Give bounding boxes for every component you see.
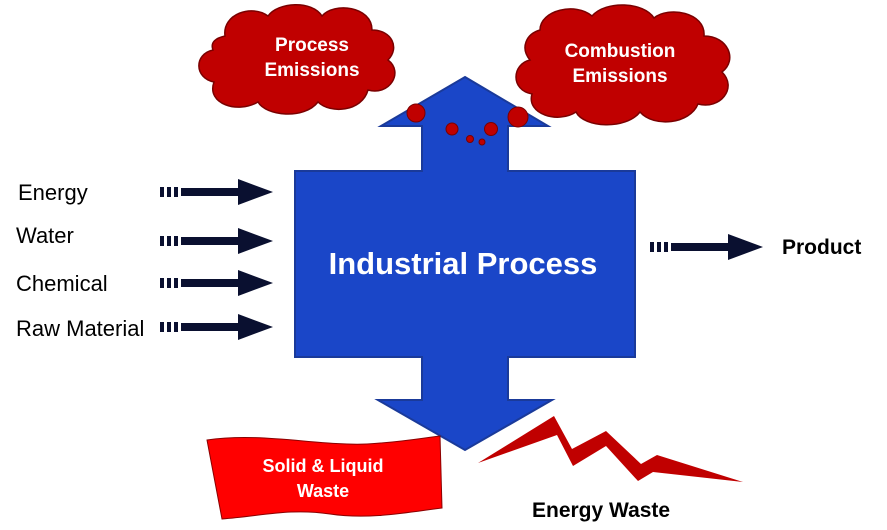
emission-bubble bbox=[406, 103, 426, 123]
combustion-emissions-label-line2: Emissions bbox=[572, 66, 667, 87]
industrial-process-block bbox=[294, 75, 636, 452]
emission-bubble bbox=[484, 122, 498, 136]
input-label-energy: Energy bbox=[18, 180, 88, 205]
emission-bubble bbox=[507, 106, 529, 128]
process-emissions-cloud: Process Emissions bbox=[198, 4, 396, 115]
solid-liquid-waste-label: Solid & Liquid bbox=[263, 456, 384, 476]
emission-bubble bbox=[445, 122, 459, 136]
input-label-chemical: Chemical bbox=[16, 271, 108, 296]
industrial-process-label: Industrial Process bbox=[329, 246, 598, 281]
energy-waste-lightning-icon bbox=[478, 416, 743, 482]
input-arrow-water bbox=[160, 228, 273, 254]
combustion-emissions-cloud: Combustion Emissions bbox=[515, 4, 731, 126]
input-arrow-chemical bbox=[160, 270, 273, 296]
input-label-water: Water bbox=[16, 223, 74, 248]
input-arrow-energy bbox=[160, 179, 273, 205]
output-arrow-product bbox=[650, 234, 763, 260]
emission-bubble bbox=[466, 135, 474, 143]
emission-bubbles bbox=[406, 103, 529, 146]
input-arrow-raw-material bbox=[160, 314, 273, 340]
solid-liquid-waste-banner: Solid & Liquid Waste bbox=[206, 435, 443, 520]
emission-bubble bbox=[478, 138, 486, 146]
combustion-emissions-label: Combustion bbox=[565, 41, 676, 62]
energy-waste-label: Energy Waste bbox=[532, 499, 670, 522]
solid-liquid-waste-label-line2: Waste bbox=[297, 481, 349, 501]
output-label-product: Product bbox=[782, 236, 861, 259]
process-emissions-label: Process bbox=[275, 35, 349, 56]
process-emissions-label-line2: Emissions bbox=[264, 60, 359, 81]
input-label-raw-material: Raw Material bbox=[16, 316, 144, 341]
